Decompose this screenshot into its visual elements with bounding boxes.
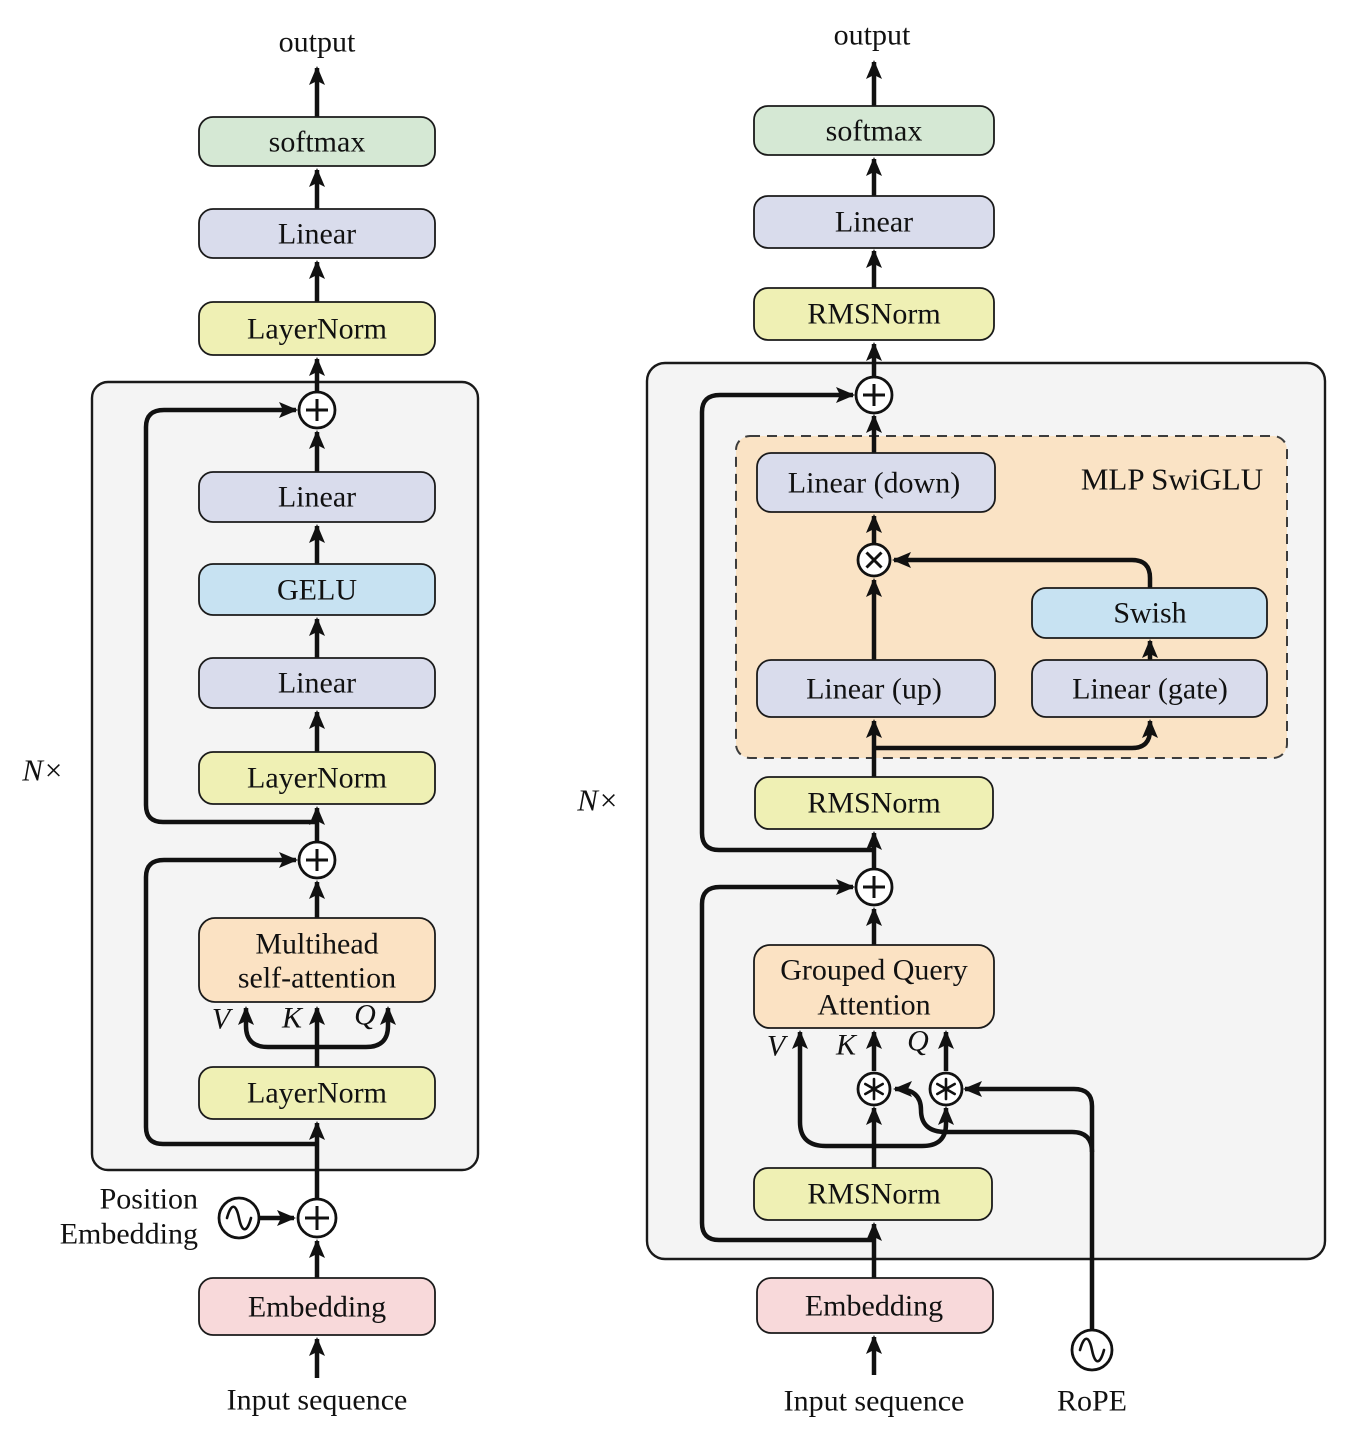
gqa-label-line1: Grouped Query: [780, 954, 967, 987]
right-k-label: K: [835, 1029, 858, 1062]
left-output-linear-label: Linear: [278, 218, 356, 251]
swish-box: [1031, 587, 1268, 639]
gqa-label-line2: Attention: [817, 989, 930, 1022]
linear-up-box: [756, 659, 996, 718]
left-q-label: Q: [354, 999, 376, 1032]
rope-source: [1070, 1328, 1114, 1372]
left-attention-residual-path: [143, 852, 317, 1147]
right-diagram: MLP SwiGLU softmax Linear RMSNorm: [576, 19, 1327, 1418]
sine-wave-icon: [225, 1205, 253, 1231]
rope-to-q-path: [963, 1081, 1095, 1330]
left-position-label-line2: Embedding: [60, 1218, 198, 1251]
left-mlp-linear2-label: Linear: [278, 481, 356, 514]
right-mlp-rmsnorm-label: RMSNorm: [807, 787, 940, 820]
left-v-label: V: [212, 1003, 234, 1036]
plus-icon: [863, 384, 885, 406]
linear-down-box: [756, 452, 996, 513]
left-k-label: K: [281, 1002, 304, 1035]
grouped-query-attention-box: [753, 944, 995, 1029]
sine-wave-icon: [1078, 1337, 1106, 1363]
right-output-linear-box: [753, 195, 995, 249]
right-repeat-label: N×: [576, 783, 619, 818]
left-attention-add-node: [297, 840, 337, 880]
right-softmax-label: softmax: [826, 115, 923, 148]
left-position-add-node: [296, 1197, 338, 1239]
left-arrow-q-input: [317, 1006, 396, 1050]
right-final-rmsnorm-box: [753, 287, 995, 341]
left-input-sequence-label: Input sequence: [227, 1384, 408, 1417]
right-softmax-box: [753, 105, 995, 156]
asterisk-icon: [936, 1077, 956, 1101]
times-icon: [865, 551, 883, 569]
left-attention-label-line2: self-attention: [238, 962, 396, 995]
left-attn-layernorm-label: LayerNorm: [247, 1077, 387, 1110]
right-input-sequence-label: Input sequence: [784, 1385, 965, 1418]
rope-to-k-path: [893, 1081, 1095, 1153]
right-arrow-swish-to-mult: [892, 552, 1153, 588]
plus-icon: [306, 399, 328, 421]
left-gelu-label: GELU: [277, 574, 357, 607]
right-v-label: V: [767, 1030, 789, 1063]
right-arrow-q-branch: [874, 1106, 954, 1149]
left-final-layernorm-box: [198, 301, 436, 356]
linear-gate-box: [1031, 659, 1268, 718]
right-embedding-label: Embedding: [805, 1290, 943, 1323]
left-mlp-linear1-label: Linear: [278, 667, 356, 700]
left-mlp-layernorm-label: LayerNorm: [247, 762, 387, 795]
plus-icon: [306, 849, 328, 871]
right-output-linear-label: Linear: [835, 206, 913, 239]
right-attn-rmsnorm-box: [753, 1167, 993, 1221]
right-arrow-v-input: [792, 1030, 874, 1149]
left-mlp-linear1-box: [198, 657, 436, 709]
left-mlp-linear2-box: [198, 471, 436, 523]
swiglu-multiply-node: [856, 542, 892, 578]
mlp-swiglu-title: MLP SwiGLU: [1081, 462, 1263, 497]
left-softmax-box: [198, 116, 436, 167]
right-attention-residual-path: [699, 879, 874, 1243]
left-softmax-label: softmax: [269, 126, 366, 159]
left-diagram: softmax Linear LayerNorm Linear GELU Lin…: [21, 26, 480, 1417]
swish-label: Swish: [1113, 597, 1186, 630]
right-mlp-add-node: [854, 375, 894, 415]
left-gelu-box: [198, 563, 436, 616]
right-embedding-box: [756, 1277, 994, 1334]
rope-label: RoPE: [1057, 1385, 1127, 1418]
right-final-rmsnorm-label: RMSNorm: [807, 298, 940, 331]
rope-apply-q-node: [928, 1071, 964, 1107]
left-embedding-box: [198, 1277, 436, 1336]
left-mlp-add-node: [297, 390, 337, 430]
left-final-layernorm-label: LayerNorm: [247, 313, 387, 346]
left-output-linear-box: [198, 208, 436, 259]
left-attn-layernorm-box: [198, 1066, 436, 1120]
asterisk-icon: [864, 1077, 884, 1101]
left-position-label-line1: Position: [100, 1183, 198, 1216]
left-position-embedding-source: [217, 1196, 261, 1240]
left-arrow-v-input: [238, 1006, 317, 1050]
left-attention-box: [198, 917, 436, 1003]
plus-icon: [305, 1206, 329, 1230]
left-output-label: output: [279, 26, 356, 59]
left-repeat-label: N×: [21, 753, 64, 788]
right-mlp-residual-path: [699, 387, 874, 853]
right-mlp-rmsnorm-box: [754, 776, 994, 830]
left-mlp-layernorm-box: [198, 751, 436, 805]
left-embedding-label: Embedding: [248, 1291, 386, 1324]
left-attention-label-line1: Multihead: [255, 928, 378, 961]
right-gate-branch-path: [874, 719, 1158, 751]
right-attn-rmsnorm-label: RMSNorm: [807, 1178, 940, 1211]
left-mlp-residual-path: [143, 402, 317, 825]
rope-apply-k-node: [856, 1071, 892, 1107]
right-output-label: output: [834, 19, 911, 52]
linear-up-label: Linear (up): [806, 673, 942, 706]
linear-down-label: Linear (down): [788, 467, 960, 500]
linear-gate-label: Linear (gate): [1072, 673, 1228, 706]
right-q-label: Q: [907, 1025, 929, 1058]
plus-icon: [863, 876, 885, 898]
right-attention-add-node: [854, 867, 894, 907]
